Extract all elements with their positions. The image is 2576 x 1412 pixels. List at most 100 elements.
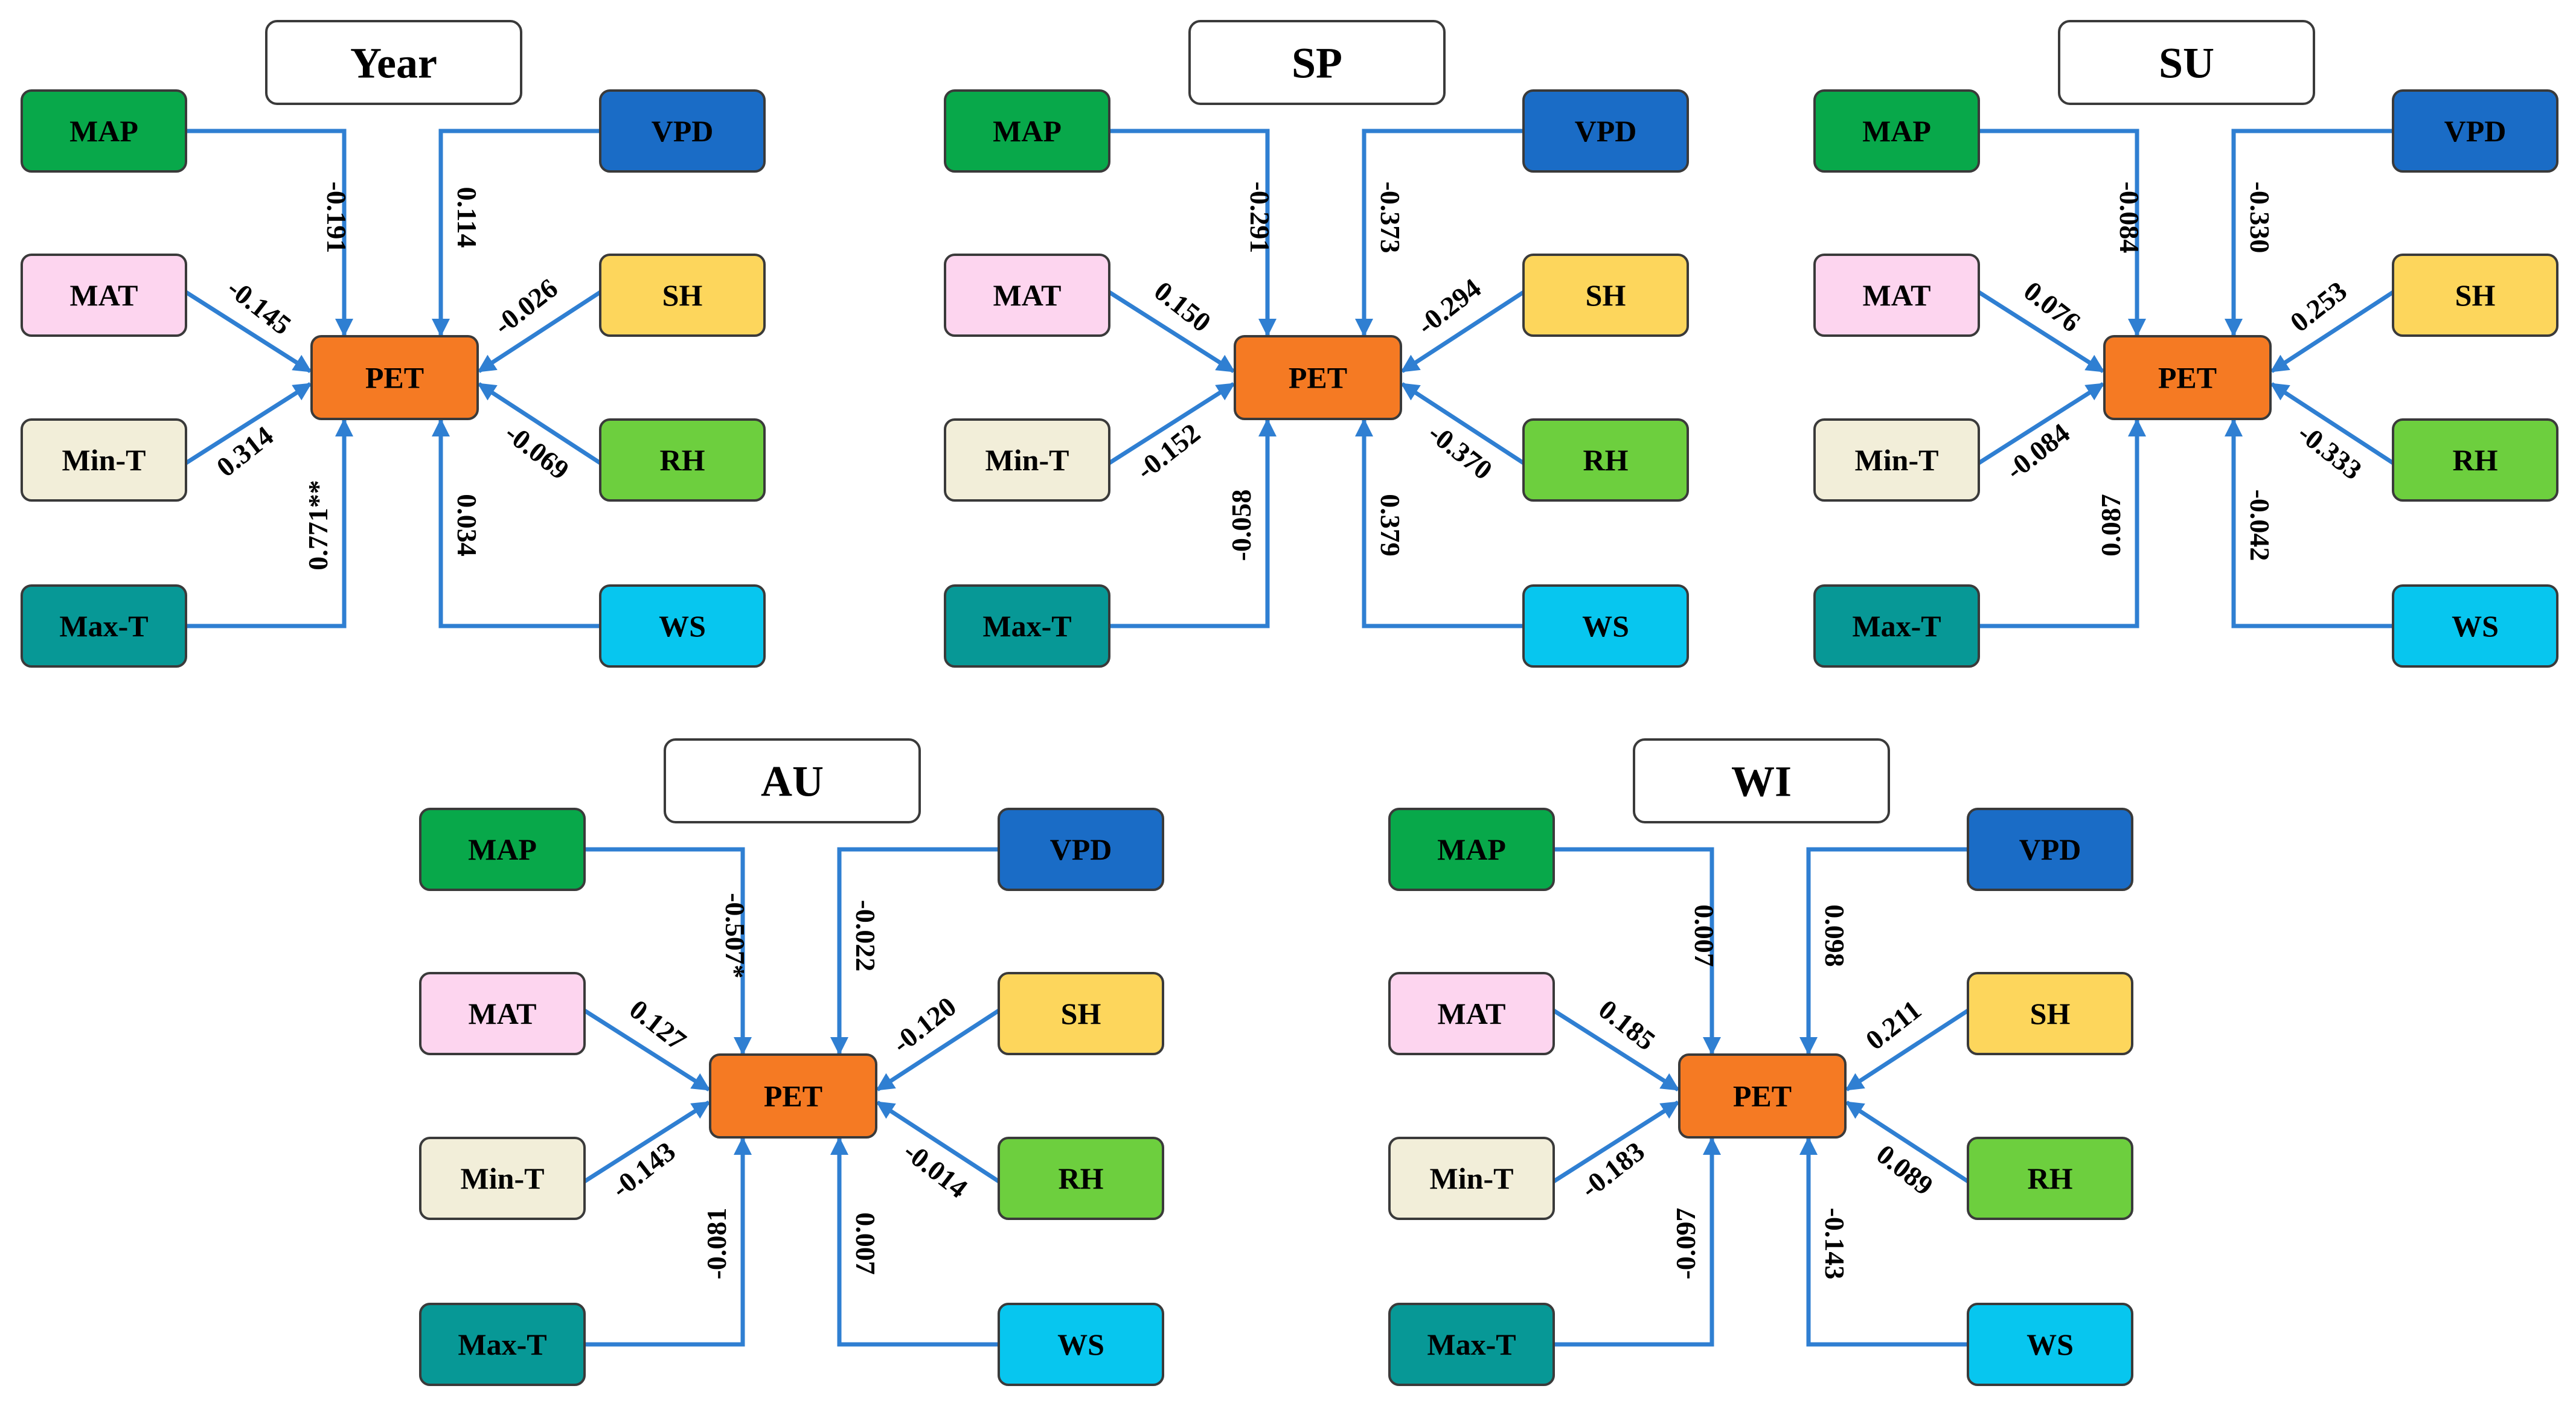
min-t-node: Min-T	[21, 418, 187, 502]
arrow-vpd	[1799, 847, 1968, 1055]
min-t-node: Min-T	[1388, 1137, 1555, 1220]
coef-mat: 0.127	[624, 994, 692, 1056]
arrow-mat	[583, 1009, 711, 1091]
max-t-label: Max-T	[982, 609, 1071, 643]
map-label: MAP	[1862, 114, 1931, 148]
coef-sh: -0.026	[488, 272, 563, 340]
pet-node: PET	[310, 335, 479, 420]
sh-label: SH	[1586, 278, 1626, 312]
arrow-rh	[1845, 1101, 1969, 1183]
panel-title: AU	[761, 758, 824, 806]
ws-label: WS	[1582, 609, 1629, 643]
mat-label: MAT	[1863, 278, 1931, 312]
panel-title: SP	[1292, 39, 1342, 88]
arrow-sh	[876, 1009, 1000, 1091]
sh-node: SH	[1967, 972, 2133, 1055]
min-t-label: Min-T	[1855, 443, 1939, 477]
min-t-label: Min-T	[62, 443, 146, 477]
max-t-node: Max-T	[1813, 584, 1980, 668]
coef-vpd: 0.098	[1819, 904, 1850, 967]
sh-node: SH	[998, 972, 1164, 1055]
coef-max-t: -0.081	[701, 1208, 732, 1280]
arrow-map	[1109, 129, 1277, 337]
coef-rh: -0.370	[1423, 417, 1498, 485]
vpd-node: VPD	[998, 808, 1164, 891]
coef-ws: -0.143	[1819, 1208, 1850, 1280]
rh-node: RH	[998, 1137, 1164, 1220]
sh-label: SH	[662, 278, 703, 312]
min-t-node: Min-T	[1813, 418, 1980, 502]
coef-map: -0.191	[321, 182, 352, 254]
arrow-min-t	[1552, 1101, 1680, 1183]
arrow-map	[585, 847, 752, 1055]
coef-max-t: 0.087	[2095, 494, 2126, 557]
coef-max-t: -0.097	[1670, 1208, 1701, 1280]
map-label: MAP	[69, 114, 138, 148]
rh-label: RH	[2028, 1161, 2073, 1195]
arrow-vpd	[2225, 129, 2393, 337]
max-t-label: Max-T	[458, 1327, 546, 1361]
ws-node: WS	[1522, 584, 1689, 668]
coef-rh: -0.333	[2292, 417, 2368, 485]
coef-sh: 0.253	[2284, 275, 2353, 338]
arrow-sh	[2270, 290, 2394, 373]
max-t-node: Max-T	[419, 1303, 586, 1386]
ws-node: WS	[599, 584, 766, 668]
arrow-vpd	[432, 129, 600, 337]
vpd-node: VPD	[2392, 89, 2558, 173]
vpd-label: VPD	[1050, 832, 1112, 866]
min-t-label: Min-T	[985, 443, 1069, 477]
coef-min-t: 0.314	[211, 420, 279, 483]
rh-node: RH	[1522, 418, 1689, 502]
vpd-node: VPD	[1967, 808, 2133, 891]
coef-rh: -0.014	[898, 1136, 973, 1204]
coef-mat: 0.150	[1149, 275, 1217, 338]
sh-node: SH	[2392, 254, 2558, 337]
arrow-mat	[1552, 1009, 1680, 1091]
ws-label: WS	[2452, 609, 2499, 643]
pet-label: PET	[2158, 361, 2217, 395]
sh-label: SH	[2030, 997, 2071, 1030]
coef-map: -0.084	[2114, 182, 2145, 254]
arrow-map	[186, 129, 353, 337]
arrow-min-t	[185, 382, 312, 465]
coef-mat: -0.145	[222, 272, 297, 340]
pet-node: PET	[2103, 335, 2272, 420]
arrow-ws	[432, 418, 600, 628]
pet-node: PET	[1678, 1053, 1847, 1139]
mat-label: MAT	[469, 997, 537, 1030]
rh-label: RH	[660, 443, 705, 477]
coef-max-t: 0.771**	[303, 480, 333, 570]
map-label: MAP	[993, 114, 1062, 148]
rh-node: RH	[1967, 1137, 2133, 1220]
min-t-label: Min-T	[1430, 1161, 1514, 1195]
panel-title-box: SP	[1188, 20, 1446, 105]
pet-node: PET	[709, 1053, 877, 1139]
arrow-vpd	[1355, 129, 1523, 337]
sh-label: SH	[1061, 997, 1101, 1030]
max-t-node: Max-T	[1388, 1303, 1555, 1386]
vpd-label: VPD	[1575, 114, 1637, 148]
arrow-ws	[830, 1137, 999, 1347]
sh-node: SH	[599, 254, 766, 337]
coef-ws: 0.007	[850, 1212, 881, 1275]
arrow-mat	[1978, 290, 2105, 373]
arrow-map	[1979, 129, 2146, 337]
arrow-mat	[1108, 290, 1235, 373]
panel-title: SU	[2159, 39, 2214, 88]
pet-label: PET	[1733, 1079, 1792, 1113]
mat-node: MAT	[1813, 254, 1980, 337]
map-node: MAP	[21, 89, 187, 173]
map-node: MAP	[419, 808, 586, 891]
arrow-min-t	[1978, 382, 2105, 465]
arrow-vpd	[830, 847, 999, 1055]
panel-title: Year	[350, 39, 437, 88]
ws-label: WS	[1057, 1327, 1104, 1361]
min-t-node: Min-T	[419, 1137, 586, 1220]
coef-sh: -0.120	[886, 991, 962, 1059]
map-node: MAP	[944, 89, 1110, 173]
